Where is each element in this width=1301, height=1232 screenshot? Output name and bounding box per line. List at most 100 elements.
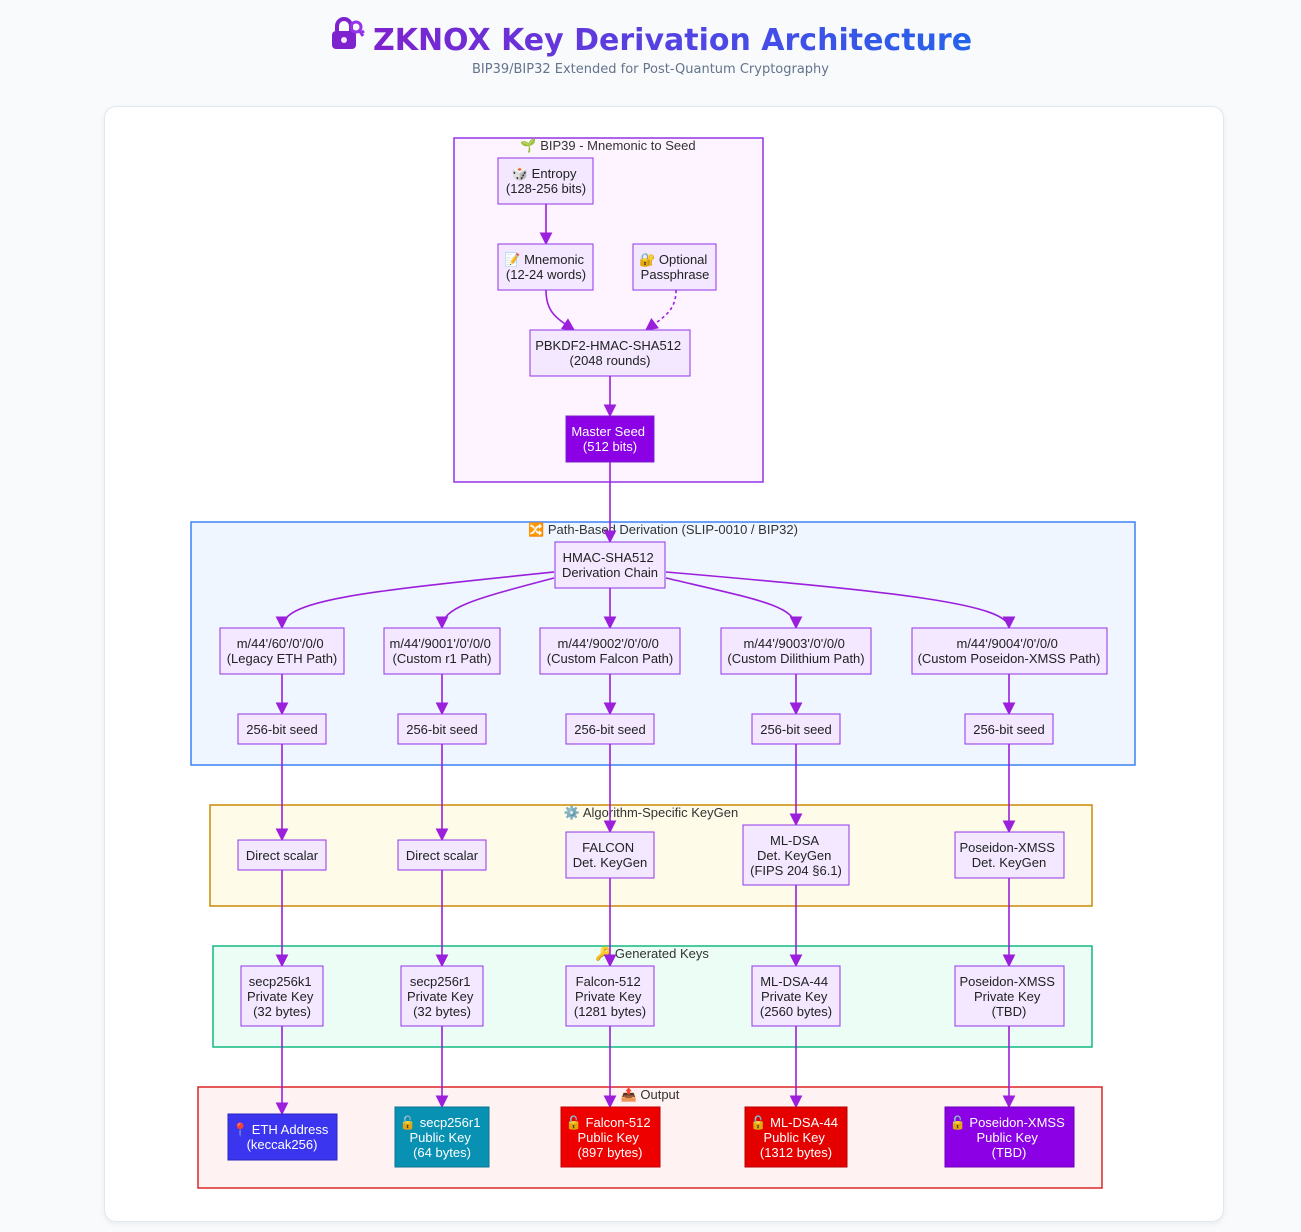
node-seed-eth-label: 256-bit seed — [246, 722, 318, 737]
node-out-eth-line1: 📍 ETH Address — [232, 1122, 329, 1137]
node-kg-falcon-line1: FALCON — [582, 840, 634, 855]
node-pk-r1-line3: (32 bytes) — [413, 1004, 471, 1019]
node-out-eth: 📍 ETH Address (keccak256) — [227, 1113, 338, 1161]
svg-text:🔓 secp256r1 Public Ke: 🔓 secp256r1 Public Key (64 bytes) — [400, 1115, 484, 1160]
node-out-mldsa-line1: 🔓 ML-DSA-44 — [750, 1115, 838, 1130]
node-out-mldsa-line3: (1312 bytes) — [760, 1145, 832, 1160]
svg-text:🎲 Entropy (128-256 bi: 🎲 Entropy (128-256 bits) — [506, 166, 586, 196]
title-text: ZKNOX Key Derivation Architecture — [373, 19, 972, 63]
node-seed-dilithium-label: 256-bit seed — [760, 722, 832, 737]
node-out-r1: 🔓 secp256r1 Public Key (64 bytes) — [394, 1106, 490, 1168]
node-seed-r1: 256-bit seed — [397, 713, 487, 745]
node-entropy-line2: (128-256 bits) — [506, 181, 586, 196]
svg-text:secp256k1 Private Key: secp256k1 Private Key (32 bytes) — [247, 974, 317, 1019]
node-kg-dilithium-line3: (FIPS 204 §6.1) — [750, 863, 842, 878]
nodes: 🎲 Entropy (128-256 bits) 📝 Mnemonic (12-… — [219, 157, 1108, 1168]
svg-text:FALCON Det. KeyGen: FALCON Det. KeyGen — [573, 840, 647, 870]
svg-text:Poseidon-XMSS Private: Poseidon-XMSS Private Key (TBD) — [959, 974, 1058, 1019]
svg-text:HMAC-SHA512 Derivation: HMAC-SHA512 Derivation Chain — [562, 550, 658, 580]
edges — [275, 204, 1016, 1116]
edge-hmac-path-r1 — [435, 577, 555, 630]
node-out-falcon-line1: 🔓 Falcon-512 — [566, 1115, 651, 1130]
node-path-eth: m/44'/60'/0'/0/0 (Legacy ETH Path) — [219, 627, 345, 675]
node-kg-dilithium-line2: Det. KeyGen — [757, 848, 831, 863]
node-path-falcon-line1: m/44'/9002'/0'/0/0 — [557, 636, 658, 651]
node-pk-falcon-line2: Private Key — [575, 989, 642, 1004]
edge-mnemonic-pbkdf2 — [545, 289, 576, 331]
svg-text:🔐 Optional Passphrase: 🔐 Optional Passphrase — [639, 252, 711, 282]
node-master-seed: Master Seed (512 bits) — [565, 415, 655, 463]
svg-text:📝 Mnemonic (12-24 wor: 📝 Mnemonic (12-24 words) — [504, 252, 587, 282]
node-seed-falcon-label: 256-bit seed — [574, 722, 646, 737]
node-pbkdf2: PBKDF2-HMAC-SHA512 (2048 rounds) — [529, 329, 691, 377]
node-seed-poseidon-label: 256-bit seed — [973, 722, 1045, 737]
node-out-r1-line2: Public Key — [409, 1130, 471, 1145]
node-mnemonic: 📝 Mnemonic (12-24 words) — [497, 243, 594, 291]
node-out-falcon: 🔓 Falcon-512 Public Key (897 bytes) — [560, 1106, 661, 1168]
node-passphrase-line2: Passphrase — [641, 267, 710, 282]
node-entropy: 🎲 Entropy (128-256 bits) — [497, 157, 594, 205]
node-pk-r1-line1: secp256r1 — [410, 974, 471, 989]
svg-text:m/44'/9001'/0'/0/0 (Cu: m/44'/9001'/0'/0/0 (Custom r1 Path) — [389, 636, 494, 666]
svg-text:m/44'/60'/0'/0/0 (Lega: m/44'/60'/0'/0/0 (Legacy ETH Path) — [227, 636, 338, 666]
node-hmac: HMAC-SHA512 Derivation Chain — [554, 541, 666, 589]
node-kg-eth: Direct scalar — [237, 839, 327, 871]
svg-text:secp256r1 Private Key: secp256r1 Private Key (32 bytes) — [407, 974, 477, 1019]
node-seed-dilithium: 256-bit seed — [751, 713, 841, 745]
node-seed-r1-label: 256-bit seed — [406, 722, 478, 737]
node-pk-poseidon-line3: (TBD) — [992, 1004, 1027, 1019]
node-kg-r1: Direct scalar — [397, 839, 487, 871]
group-keygen-label: ⚙️ Algorithm-Specific KeyGen — [564, 805, 738, 820]
svg-text:📍 ETH Address (keccak: 📍 ETH Address (keccak256) — [232, 1122, 332, 1152]
node-hmac-line2: Derivation Chain — [562, 565, 658, 580]
node-path-poseidon-line1: m/44'/9004'/0'/0/0 — [956, 636, 1057, 651]
node-out-r1-line3: (64 bytes) — [413, 1145, 471, 1160]
title-bar: ZKNOX Key Derivation Architecture — [0, 16, 1301, 65]
node-kg-poseidon-line1: Poseidon-XMSS — [959, 840, 1055, 855]
node-pk-mldsa-line3: (2560 bytes) — [760, 1004, 832, 1019]
node-path-falcon-line2: (Custom Falcon Path) — [547, 651, 673, 666]
node-out-mldsa-line2: Public Key — [763, 1130, 825, 1145]
svg-text:Falcon-512 Private Key: Falcon-512 Private Key (1281 bytes) — [574, 974, 646, 1019]
node-path-poseidon-line2: (Custom Poseidon-XMSS Path) — [918, 651, 1101, 666]
edge-hmac-path-eth — [275, 571, 555, 630]
node-pk-r1-line2: Private Key — [407, 989, 474, 1004]
svg-text:🔓 Falcon-512 Public K: 🔓 Falcon-512 Public Key (897 bytes) — [566, 1115, 654, 1160]
node-pk-mldsa-line1: ML-DSA-44 — [760, 974, 828, 989]
node-pk-poseidon: Poseidon-XMSS Private Key (TBD) — [954, 965, 1065, 1027]
node-out-r1-line1: 🔓 secp256r1 — [400, 1115, 481, 1130]
node-pbkdf2-line2: (2048 rounds) — [570, 353, 651, 368]
node-kg-dilithium-line1: ML-DSA — [770, 833, 819, 848]
node-kg-r1-label: Direct scalar — [406, 848, 479, 863]
edge-hmac-path-poseidon — [665, 571, 1016, 630]
node-pk-k1-line1: secp256k1 — [249, 974, 312, 989]
node-kg-poseidon: Poseidon-XMSS Det. KeyGen — [954, 831, 1065, 879]
node-passphrase: 🔐 Optional Passphrase — [632, 243, 717, 291]
node-pk-falcon-line1: Falcon-512 — [576, 974, 641, 989]
node-path-eth-line1: m/44'/60'/0'/0/0 — [237, 636, 324, 651]
node-pk-k1: secp256k1 Private Key (32 bytes) — [240, 965, 324, 1027]
group-path-label: 🔀 Path-Based Derivation (SLIP-0010 / BIP… — [528, 522, 798, 537]
node-out-poseidon: 🔓 Poseidon-XMSS Public Key (TBD) — [944, 1106, 1075, 1168]
svg-text:Master Seed (512 bits): Master Seed (512 bits) — [571, 424, 648, 454]
node-out-falcon-line3: (897 bytes) — [577, 1145, 642, 1160]
node-path-r1-line2: (Custom r1 Path) — [393, 651, 492, 666]
svg-text:m/44'/9003'/0'/0/0 (Cu: m/44'/9003'/0'/0/0 (Custom Dilithium Pat… — [727, 636, 864, 666]
svg-text:m/44'/9002'/0'/0/0 (Cu: m/44'/9002'/0'/0/0 (Custom Falcon Path) — [547, 636, 673, 666]
node-kg-eth-label: Direct scalar — [246, 848, 319, 863]
node-path-falcon: m/44'/9002'/0'/0/0 (Custom Falcon Path) — [539, 627, 681, 675]
group-keys-label: 🔑 Generated Keys — [595, 945, 709, 962]
node-out-poseidon-line2: Public Key — [976, 1130, 1038, 1145]
node-pk-k1-line3: (32 bytes) — [253, 1004, 311, 1019]
node-kg-poseidon-line2: Det. KeyGen — [972, 855, 1046, 870]
node-entropy-line1: 🎲 Entropy — [512, 166, 577, 181]
node-master-seed-line1: Master Seed — [571, 424, 645, 439]
node-pbkdf2-line1: PBKDF2-HMAC-SHA512 — [535, 338, 681, 353]
node-pk-r1: secp256r1 Private Key (32 bytes) — [400, 965, 484, 1027]
svg-text:🔓 Poseidon-XMSS Publi: 🔓 Poseidon-XMSS Public Key (TBD) — [950, 1115, 1069, 1160]
group-output-label: 📤 Output — [621, 1087, 680, 1102]
node-pk-poseidon-line1: Poseidon-XMSS — [959, 974, 1055, 989]
node-pk-falcon-line3: (1281 bytes) — [574, 1004, 646, 1019]
svg-text:Poseidon-XMSS Det. Key: Poseidon-XMSS Det. KeyGen — [959, 840, 1058, 870]
